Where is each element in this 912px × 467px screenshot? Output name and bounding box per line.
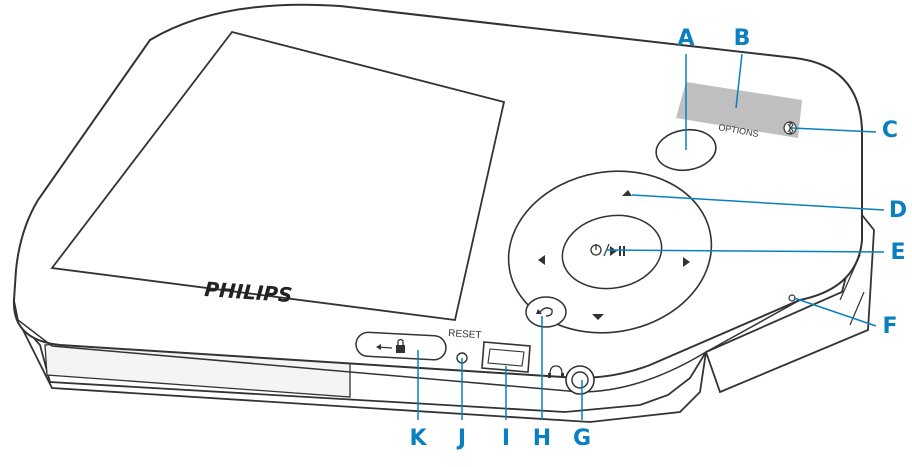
callout-j: J	[457, 426, 467, 451]
callout-a: A	[677, 26, 695, 51]
pause-icon-bar-2	[623, 246, 625, 256]
lock-shackle-icon	[397, 338, 404, 345]
headphone-jack-inner	[571, 371, 589, 389]
down-arrow-icon[interactable]	[592, 314, 604, 320]
lock-arrowhead-icon	[376, 344, 381, 350]
back-button[interactable]	[525, 296, 567, 328]
leader-d	[631, 194, 885, 211]
callout-d: D	[888, 198, 908, 223]
device-bottom-edge	[17, 319, 707, 423]
callout-e: E	[890, 240, 906, 265]
headphone-icon	[549, 365, 563, 375]
back-arrowhead-icon	[536, 309, 542, 314]
left-arrow-icon[interactable]	[538, 255, 545, 265]
label-panel	[676, 82, 802, 138]
callout-c: C	[881, 118, 899, 143]
callout-i: I	[501, 426, 511, 451]
leader-e	[605, 249, 885, 253]
callout-g: G	[572, 426, 592, 451]
reset-label: RESET	[448, 328, 482, 341]
leader-b	[735, 53, 743, 109]
device-right-side	[704, 213, 875, 394]
leader-c	[791, 127, 877, 133]
leader-f	[793, 297, 877, 327]
usb-port-inner	[487, 348, 525, 367]
leader-lines	[417, 53, 885, 420]
play-icon	[610, 246, 617, 256]
callout-f: F	[882, 314, 898, 339]
up-arrow-icon[interactable]	[622, 190, 632, 196]
back-arrow-icon	[539, 307, 553, 317]
bluetooth-glyph	[787, 120, 794, 136]
callout-k: K	[409, 426, 427, 451]
side-edge-line-2	[849, 291, 865, 326]
right-arrow-icon[interactable]	[683, 257, 690, 267]
pause-icon-bar-1	[619, 246, 621, 256]
headphone-icon-left	[548, 373, 551, 378]
callout-b: B	[733, 26, 751, 51]
lock-icon	[396, 345, 405, 353]
callout-h: H	[532, 426, 552, 451]
headphone-icon-right	[561, 373, 564, 378]
screen	[50, 30, 506, 321]
